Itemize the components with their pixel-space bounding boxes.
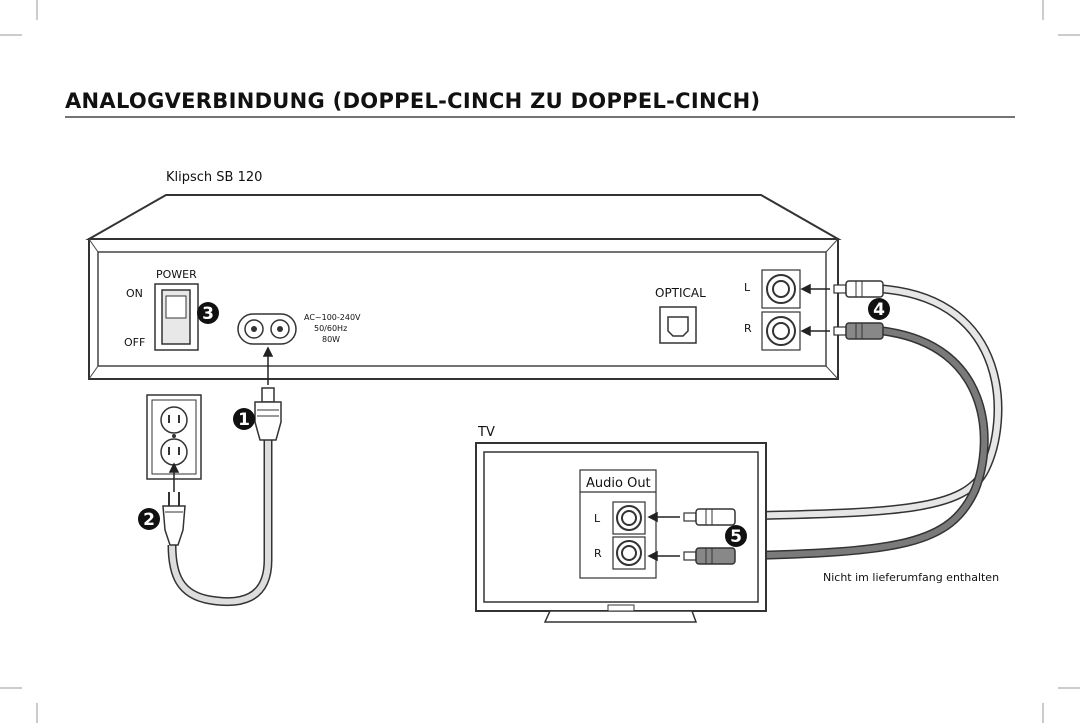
- power-label: POWER: [156, 268, 197, 281]
- off-label: OFF: [124, 336, 145, 349]
- not-included-note: Nicht im lieferumfang enthalten: [823, 571, 999, 584]
- rca-cable-right: [734, 326, 989, 561]
- step-3-badge: 3: [197, 302, 219, 324]
- page-title: ANALOGVERBINDUNG (DOPPEL-CINCH ZU DOPPEL…: [65, 89, 760, 113]
- ac-voltage-label: AC~100-240V: [304, 313, 361, 322]
- step-1-badge: 1: [233, 408, 255, 430]
- iec-plug: [254, 387, 282, 441]
- power-cord: [167, 440, 273, 607]
- sub-left-rca-jack[interactable]: [761, 269, 801, 309]
- arrow-icon: [647, 511, 680, 562]
- sub-right-label: R: [744, 322, 752, 335]
- step-2-badge: 2: [138, 508, 160, 530]
- on-label: ON: [126, 287, 143, 300]
- optical-label: OPTICAL: [655, 286, 706, 300]
- svg-text:4: 4: [873, 300, 885, 320]
- svg-text:3: 3: [202, 304, 214, 324]
- power-switch[interactable]: [154, 283, 199, 351]
- wall-plug: [162, 492, 186, 546]
- ac-power-inlet[interactable]: [237, 313, 297, 345]
- arrow-icon: [262, 346, 274, 385]
- device-name: Klipsch SB 120: [166, 170, 262, 185]
- ac-wattage-label: 80W: [322, 335, 340, 344]
- sub-left-rca-plug: [833, 280, 884, 298]
- tv-left-label: L: [594, 512, 601, 525]
- tv-label: TV: [477, 425, 495, 440]
- subwoofer-back-panel: [85, 194, 842, 380]
- tv-right-label: R: [594, 547, 602, 560]
- tv-left-rca-jack[interactable]: [612, 501, 646, 535]
- sub-right-rca-jack[interactable]: [761, 311, 801, 351]
- sub-right-rca-plug: [833, 322, 884, 340]
- wall-outlet[interactable]: [146, 394, 202, 480]
- tv-right-rca-jack[interactable]: [612, 536, 646, 570]
- svg-text:2: 2: [143, 510, 155, 530]
- svg-text:1: 1: [238, 410, 250, 430]
- ac-frequency-label: 50/60Hz: [314, 324, 347, 333]
- arrow-icon: [168, 462, 180, 492]
- svg-text:5: 5: [730, 527, 742, 547]
- audio-out-label: Audio Out: [586, 476, 651, 491]
- step-4-badge: 4: [868, 298, 890, 320]
- tv-right-rca-plug: [683, 547, 736, 565]
- sub-left-label: L: [744, 281, 751, 294]
- optical-port[interactable]: [659, 306, 697, 344]
- tv-left-rca-plug: [683, 508, 736, 526]
- step-5-badge: 5: [725, 525, 747, 547]
- arrow-icon: [800, 283, 830, 337]
